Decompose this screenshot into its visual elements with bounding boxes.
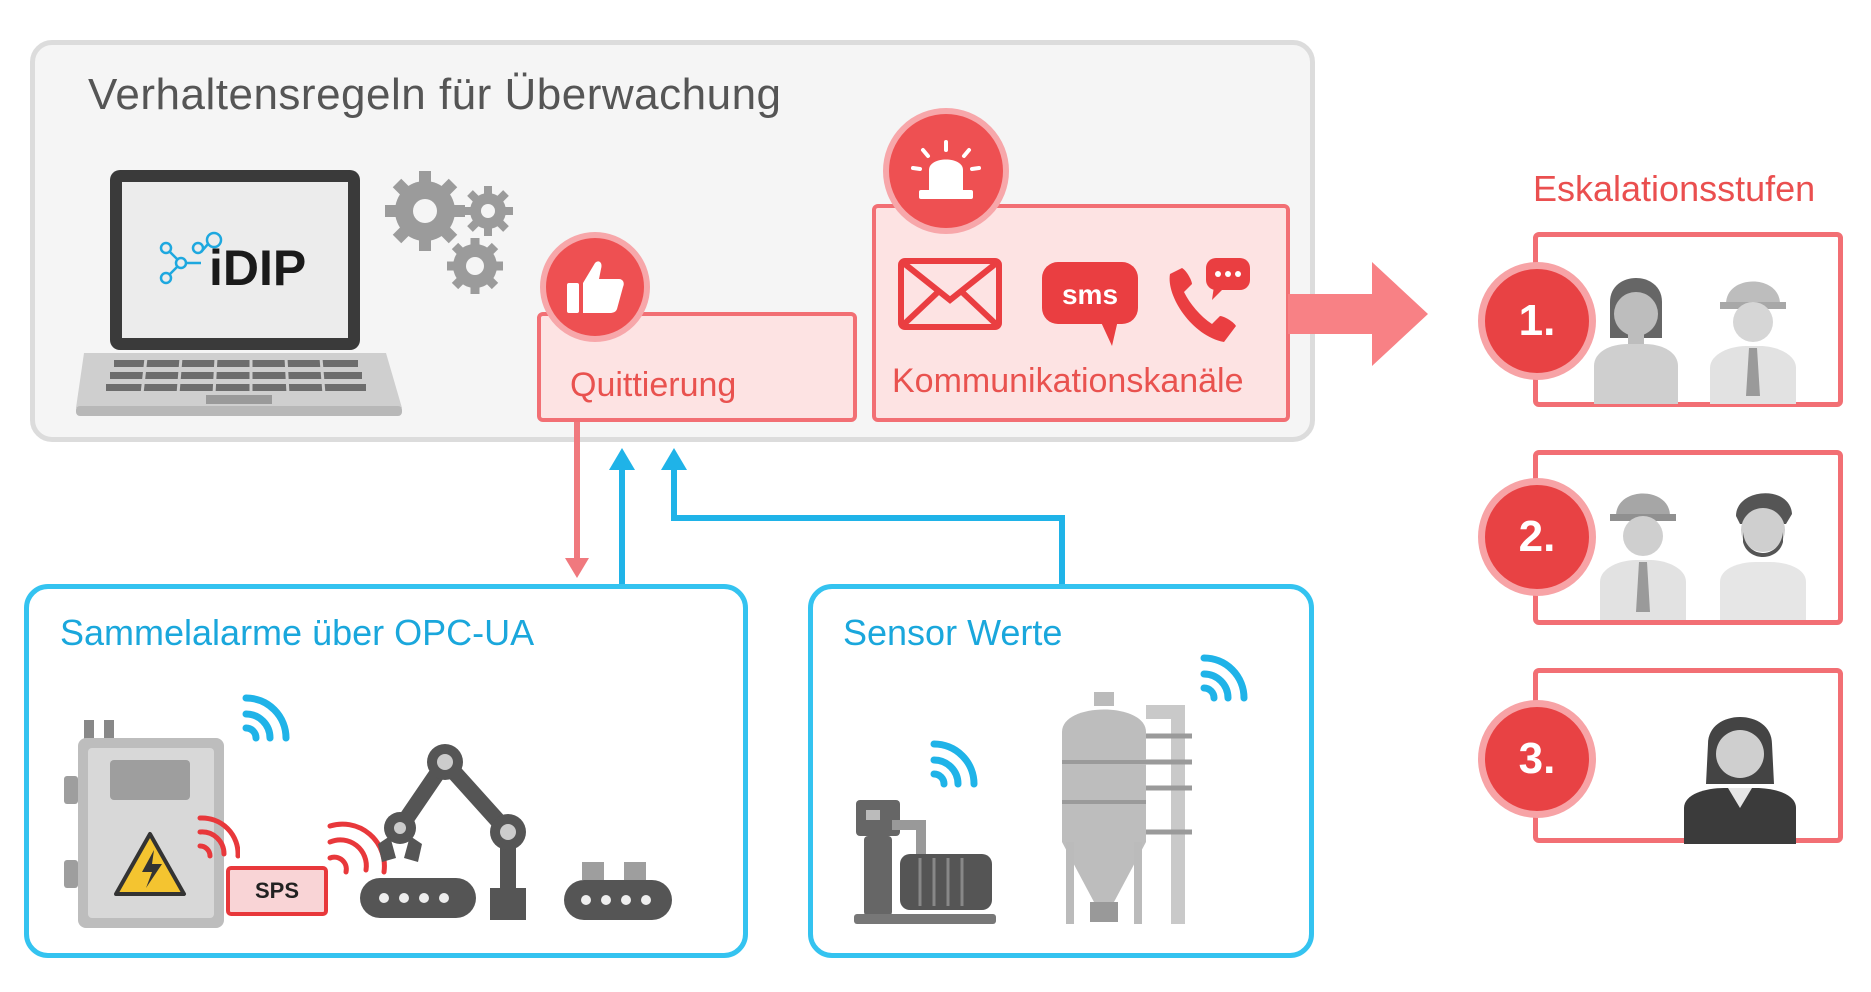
sps-badge: SPS (226, 866, 328, 916)
arrow-right-icon (1288, 262, 1428, 366)
alarm-light-icon (911, 140, 981, 199)
svg-text:iDIP: iDIP (209, 240, 306, 293)
wifi-icon (930, 740, 978, 788)
escalation-title: Eskalationsstufen (1533, 168, 1816, 209)
idip-logo: iDIP (209, 240, 306, 293)
robot-arm-icon (378, 744, 526, 920)
sms-bubble-icon: sms (1042, 262, 1138, 346)
tank-icon (1062, 692, 1192, 924)
worker-icon (1600, 493, 1686, 620)
up-arrow-opcua (609, 448, 635, 584)
up-arrow-sensor (661, 448, 1065, 584)
red-signal-waves (327, 821, 387, 875)
sensor-label: Sensor Werte (843, 612, 1063, 653)
wifi-icon (242, 694, 290, 742)
thumbs-up-icon (567, 261, 624, 313)
alarm-light-badge (883, 108, 1009, 234)
conveyor-icon (360, 878, 476, 918)
sammelalarme-label: Sammelalarme über OPC-UA (60, 612, 535, 653)
monitoring-title: Verhaltensregeln für Überwachung (88, 70, 782, 119)
person-icon (1720, 493, 1806, 620)
red-signal-waves (197, 815, 240, 859)
conveyor-icon (564, 862, 672, 920)
quittierung-label: Quittierung (570, 366, 737, 404)
escalation-badge-3: 3. (1478, 700, 1596, 818)
sensor-box (808, 584, 1314, 958)
control-cabinet-icon (64, 720, 224, 928)
envelope-icon (898, 258, 1002, 330)
kanaele-label: Kommunikationskanäle (892, 362, 1244, 400)
person-icon (1594, 278, 1678, 404)
level-2-persons (1600, 493, 1806, 620)
pump-icon (854, 800, 996, 924)
phone-chat-icon (1169, 258, 1250, 342)
person-icon (1684, 717, 1796, 844)
gears-icon (385, 171, 513, 294)
escalation-badge-2: 2. (1478, 478, 1596, 596)
wifi-icon (1200, 654, 1248, 702)
escalation-badge-1: 1. (1478, 262, 1596, 380)
svg-text:sms: sms (1062, 279, 1118, 310)
laptop-icon (76, 170, 402, 416)
down-arrow (565, 422, 589, 578)
level-1-persons (1594, 278, 1796, 404)
worker-icon (1710, 281, 1796, 404)
thumbs-up-badge (540, 232, 650, 342)
